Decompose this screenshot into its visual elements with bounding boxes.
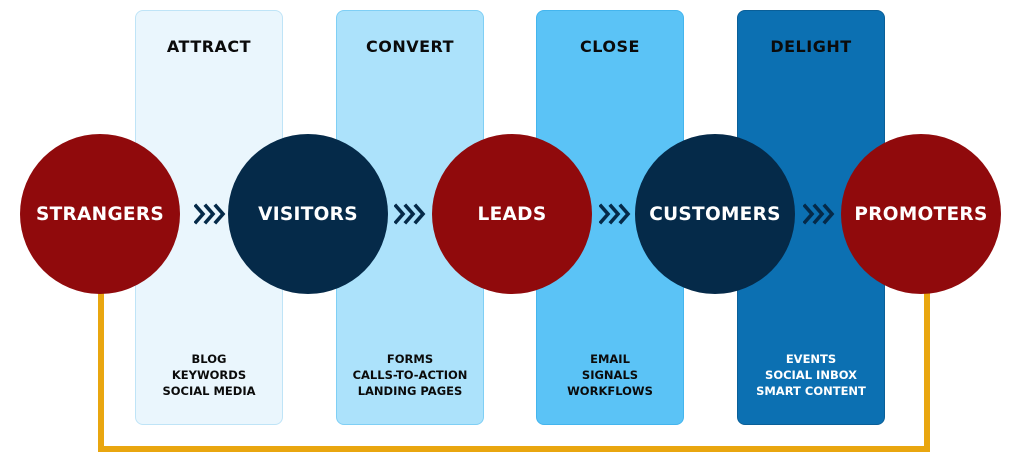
feedback-loop-connector <box>98 280 930 452</box>
tool-item: SOCIAL INBOX <box>765 368 857 382</box>
chevron-right-icon <box>194 203 226 225</box>
node-strangers: STRANGERS <box>20 134 180 294</box>
stage-title-close: CLOSE <box>580 37 640 56</box>
tool-item: LANDING PAGES <box>357 384 463 398</box>
chevron-right-icon <box>803 203 835 225</box>
stage-tools-close: EMAIL SIGNALS WORKFLOWS <box>537 351 683 399</box>
tool-item: EMAIL <box>590 352 630 366</box>
stage-tools-delight: EVENTS SOCIAL INBOX SMART CONTENT <box>738 351 884 399</box>
stage-tools-attract: BLOG KEYWORDS SOCIAL MEDIA <box>136 351 282 399</box>
chevron-right-icon <box>394 203 426 225</box>
chevron-right-icon <box>599 203 631 225</box>
node-label: VISITORS <box>258 203 358 225</box>
node-label: STRANGERS <box>35 203 165 225</box>
tool-item: SIGNALS <box>581 368 639 382</box>
node-visitors: VISITORS <box>228 134 388 294</box>
node-label: CUSTOMERS <box>649 203 781 225</box>
node-leads: LEADS <box>432 134 592 294</box>
node-label: LEADS <box>477 203 547 225</box>
node-promoters: PROMOTERS <box>841 134 1001 294</box>
tool-item: SOCIAL MEDIA <box>162 384 256 398</box>
node-customers: CUSTOMERS <box>635 134 795 294</box>
stage-title-attract: ATTRACT <box>166 37 252 56</box>
tool-item: KEYWORDS <box>171 368 247 382</box>
stage-title-convert: CONVERT <box>365 37 455 56</box>
stage-tools-convert: FORMS CALLS-TO-ACTION LANDING PAGES <box>337 351 483 399</box>
tool-item: BLOG <box>191 352 227 366</box>
tool-item: SMART CONTENT <box>756 384 866 398</box>
tool-item: CALLS-TO-ACTION <box>352 368 468 382</box>
tool-item: EVENTS <box>785 352 837 366</box>
tool-item: FORMS <box>386 352 434 366</box>
node-label: PROMOTERS <box>854 203 988 225</box>
stage-title-delight: DELIGHT <box>770 37 852 56</box>
tool-item: WORKFLOWS <box>567 384 653 398</box>
